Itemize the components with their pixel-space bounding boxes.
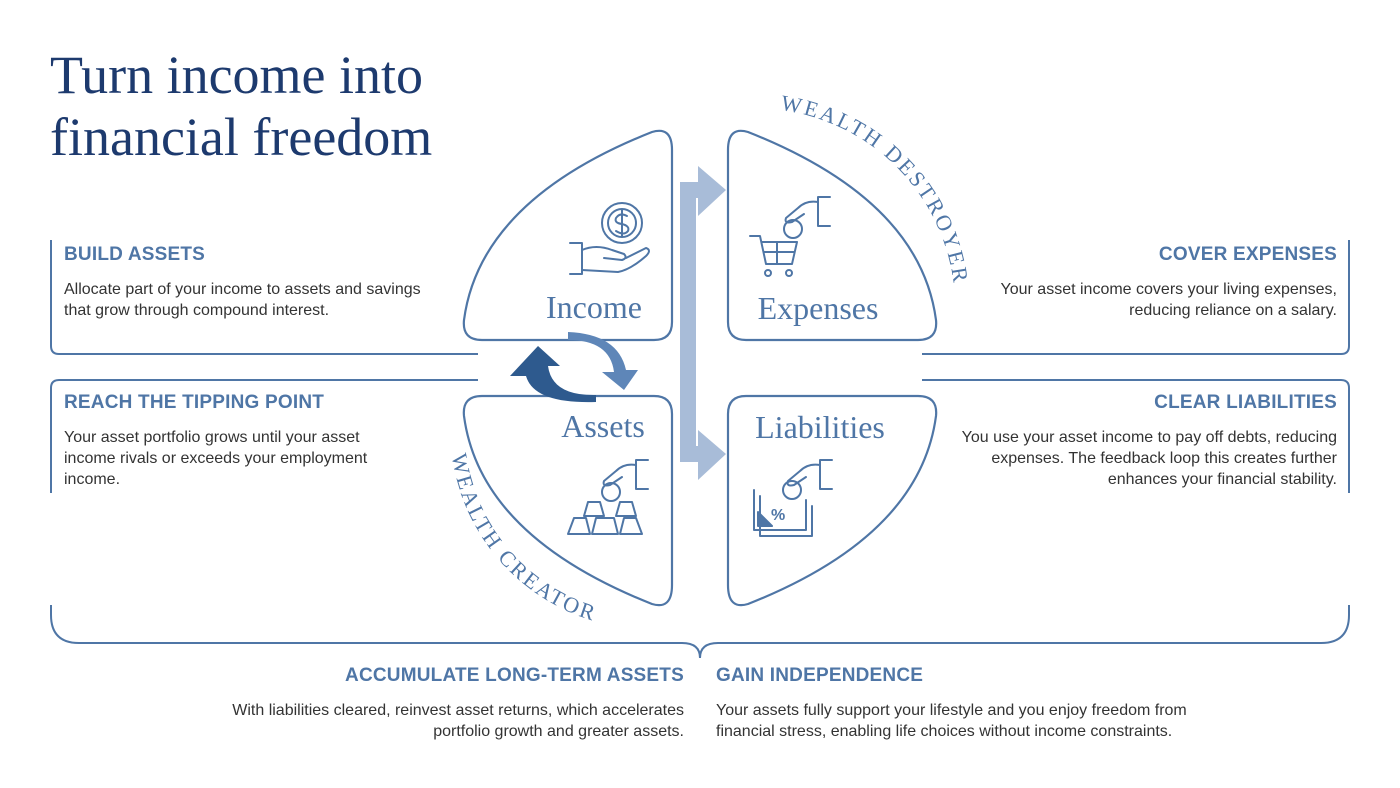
hand-dollar-coin-icon: [569, 202, 650, 275]
tipping-point-text: Your asset portfolio grows until your as…: [64, 429, 368, 488]
quadrant-expenses: [726, 129, 938, 342]
cycle-arrow-up-icon: [510, 346, 596, 403]
bracket-clear-liabilities: [922, 379, 1350, 493]
cycle-arrows: [510, 332, 638, 403]
build-assets-text: Allocate part of your income to assets a…: [64, 281, 421, 319]
flow-arrow-to-liabilities: [698, 430, 726, 480]
bill-percent-coin-icon: [753, 459, 833, 537]
section-cover-expenses: COVER EXPENSES Your asset income covers …: [960, 244, 1337, 321]
bracket-build-assets: [50, 240, 478, 355]
independence-text: Your assets fully support your lifestyle…: [716, 702, 1187, 740]
percent-symbol: %: [771, 507, 785, 524]
section-build-assets: BUILD ASSETS Allocate part of your incom…: [64, 244, 444, 321]
flow-arrow-to-expenses: [698, 166, 726, 216]
section-accumulate: ACCUMULATE LONG-TERM ASSETS With liabili…: [200, 665, 684, 742]
flow-arrow-bottom-bar: [680, 446, 702, 462]
bracket-lines: [50, 240, 1350, 659]
quadrant-expenses-label: Expenses: [758, 290, 879, 326]
build-assets-heading: BUILD ASSETS: [64, 244, 206, 265]
quadrant-income: [462, 129, 674, 342]
quadrant-liabilities: [726, 394, 938, 607]
flow-arrow-stem: [680, 182, 696, 458]
cover-expenses-heading: COVER EXPENSES: [1158, 244, 1337, 265]
quadrant-assets-label: Assets: [561, 408, 645, 444]
quadrant-liabilities-label: Liabilities: [755, 409, 885, 445]
quadrant-assets: [462, 394, 674, 607]
independence-heading: GAIN INDEPENDENCE: [716, 665, 924, 686]
section-tipping-point: REACH THE TIPPING POINT Your asset portf…: [64, 392, 414, 490]
bracket-cover-expenses: [922, 240, 1350, 355]
bracket-tipping-point: [50, 379, 478, 493]
title-line-1: Turn income into: [50, 45, 424, 105]
flow-arrows: [680, 166, 726, 480]
clear-liabilities-text: You use your asset income to pay off deb…: [961, 429, 1337, 488]
gold-bars-coin-icon: [567, 459, 649, 535]
cover-expenses-text: Your asset income covers your living exp…: [1000, 281, 1337, 319]
cycle-arrow-down-icon: [568, 332, 638, 390]
accumulate-heading: ACCUMULATE LONG-TERM ASSETS: [345, 665, 684, 686]
shopping-cart-coin-icon: [749, 196, 831, 277]
title-line-2: financial freedom: [50, 107, 433, 167]
quadrant-income-label: Income: [546, 289, 642, 325]
clear-liabilities-heading: CLEAR LIABILITIES: [1154, 392, 1337, 413]
tipping-point-heading: REACH THE TIPPING POINT: [64, 392, 325, 413]
flow-arrow-top-bar: [680, 182, 702, 198]
section-independence: GAIN INDEPENDENCE Your assets fully supp…: [716, 665, 1236, 742]
page-title: Turn income into financial freedom: [50, 44, 432, 168]
accumulate-text: With liabilities cleared, reinvest asset…: [232, 702, 684, 740]
section-clear-liabilities: CLEAR LIABILITIES You use your asset inc…: [945, 392, 1337, 490]
bracket-bottom: [50, 605, 1350, 659]
